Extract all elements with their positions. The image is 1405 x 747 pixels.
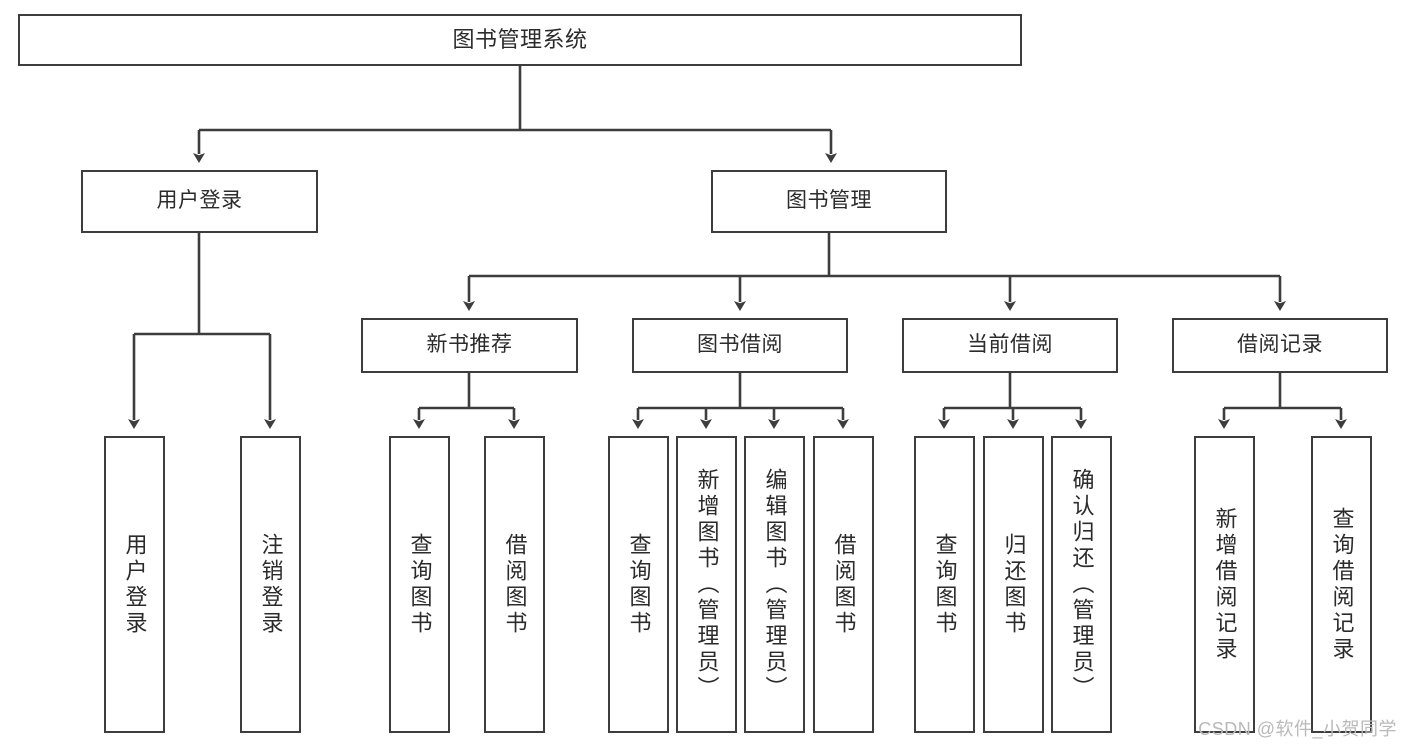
node-borrow-record[interactable]: 借阅记录 bbox=[1172, 318, 1388, 373]
leaf-borrow-book-new[interactable]: 借阅图书 bbox=[484, 436, 545, 733]
node-label: 查询借阅记录 bbox=[1329, 506, 1355, 663]
node-new-book-recommend[interactable]: 新书推荐 bbox=[361, 318, 578, 373]
node-label: 借阅记录 bbox=[1237, 333, 1323, 357]
leaf-user-login[interactable]: 用户登录 bbox=[104, 436, 165, 733]
node-label: 用户登录 bbox=[122, 532, 148, 637]
node-label: 查询图书 bbox=[407, 532, 433, 637]
node-book-management[interactable]: 图书管理 bbox=[711, 170, 947, 233]
node-label: 注销登录 bbox=[258, 532, 284, 637]
leaf-query-borrow-record[interactable]: 查询借阅记录 bbox=[1311, 436, 1372, 733]
node-label: 查询图书 bbox=[626, 532, 652, 637]
leaf-add-book-admin[interactable]: 新增图书（管理员） bbox=[676, 436, 737, 733]
node-label: 确认归还（管理员） bbox=[1069, 467, 1095, 702]
node-label: 新书推荐 bbox=[426, 333, 513, 357]
node-label: 归还图书 bbox=[1001, 532, 1027, 637]
node-label: 查询图书 bbox=[932, 532, 958, 637]
leaf-borrow-book[interactable]: 借阅图书 bbox=[813, 436, 874, 733]
node-user-login[interactable]: 用户登录 bbox=[81, 170, 318, 233]
node-label: 新增图书（管理员） bbox=[694, 467, 720, 702]
node-label: 当前借阅 bbox=[967, 333, 1053, 357]
node-label: 图书借阅 bbox=[697, 333, 783, 357]
node-label: 借阅图书 bbox=[831, 532, 857, 637]
node-label: 用户登录 bbox=[156, 189, 243, 213]
leaf-confirm-return-admin[interactable]: 确认归还（管理员） bbox=[1051, 436, 1112, 733]
leaf-user-logout[interactable]: 注销登录 bbox=[240, 436, 301, 733]
leaf-edit-book-admin[interactable]: 编辑图书（管理员） bbox=[744, 436, 805, 733]
leaf-query-book[interactable]: 查询图书 bbox=[608, 436, 669, 733]
node-label: 图书管理 bbox=[786, 189, 872, 213]
watermark: CSDN @软件_小贺同学 bbox=[1198, 719, 1397, 739]
node-label: 图书管理系统 bbox=[452, 27, 588, 53]
node-label: 编辑图书（管理员） bbox=[762, 467, 788, 702]
leaf-query-book-current[interactable]: 查询图书 bbox=[914, 436, 975, 733]
node-root-system[interactable]: 图书管理系统 bbox=[18, 14, 1022, 66]
node-label: 新增借阅记录 bbox=[1212, 506, 1238, 663]
leaf-query-book-new[interactable]: 查询图书 bbox=[389, 436, 450, 733]
leaf-return-book[interactable]: 归还图书 bbox=[983, 436, 1044, 733]
node-current-borrow[interactable]: 当前借阅 bbox=[902, 318, 1118, 373]
leaf-add-borrow-record[interactable]: 新增借阅记录 bbox=[1194, 436, 1255, 733]
node-book-borrow[interactable]: 图书借阅 bbox=[632, 318, 848, 373]
node-label: 借阅图书 bbox=[502, 532, 528, 637]
